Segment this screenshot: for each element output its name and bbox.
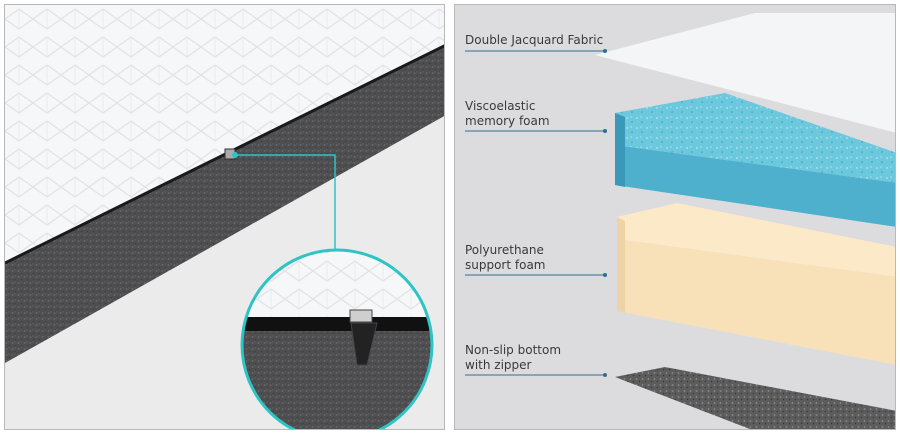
- fabric-layer: [595, 13, 895, 133]
- label-support-foam: Polyurethane support foam: [465, 243, 546, 272]
- mattress-closeup-illustration: [5, 5, 444, 429]
- support-foam-edge: [617, 217, 625, 313]
- layers-illustration: [465, 13, 895, 429]
- support-foam-top: [617, 203, 895, 277]
- mattress-photo-panel: [4, 4, 445, 430]
- label-memory-foam: Viscoelastic memory foam: [465, 99, 550, 128]
- support-leader-dot: [603, 273, 607, 277]
- callout-line: [235, 154, 336, 253]
- support-foam-side: [617, 239, 895, 365]
- zoom-circle-border: [240, 248, 434, 429]
- memory-leader-dot: [603, 129, 607, 133]
- callout-dot: [232, 152, 238, 158]
- label-bottom: Non-slip bottom with zipper: [465, 343, 562, 372]
- memory-foam-side: [615, 145, 895, 227]
- label-fabric: Double Jacquard Fabric: [465, 33, 604, 47]
- bottom-leader-dot: [603, 373, 607, 377]
- layers-diagram-panel: Double Jacquard Fabric Viscoelastic memo…: [454, 4, 896, 430]
- fabric-leader-dot: [603, 49, 607, 53]
- grey-side-fabric: [5, 45, 444, 363]
- memory-foam-top: [615, 93, 895, 183]
- non-slip-bottom: [615, 367, 895, 429]
- quilted-fabric-top: [5, 5, 444, 263]
- memory-foam-edge: [615, 113, 625, 187]
